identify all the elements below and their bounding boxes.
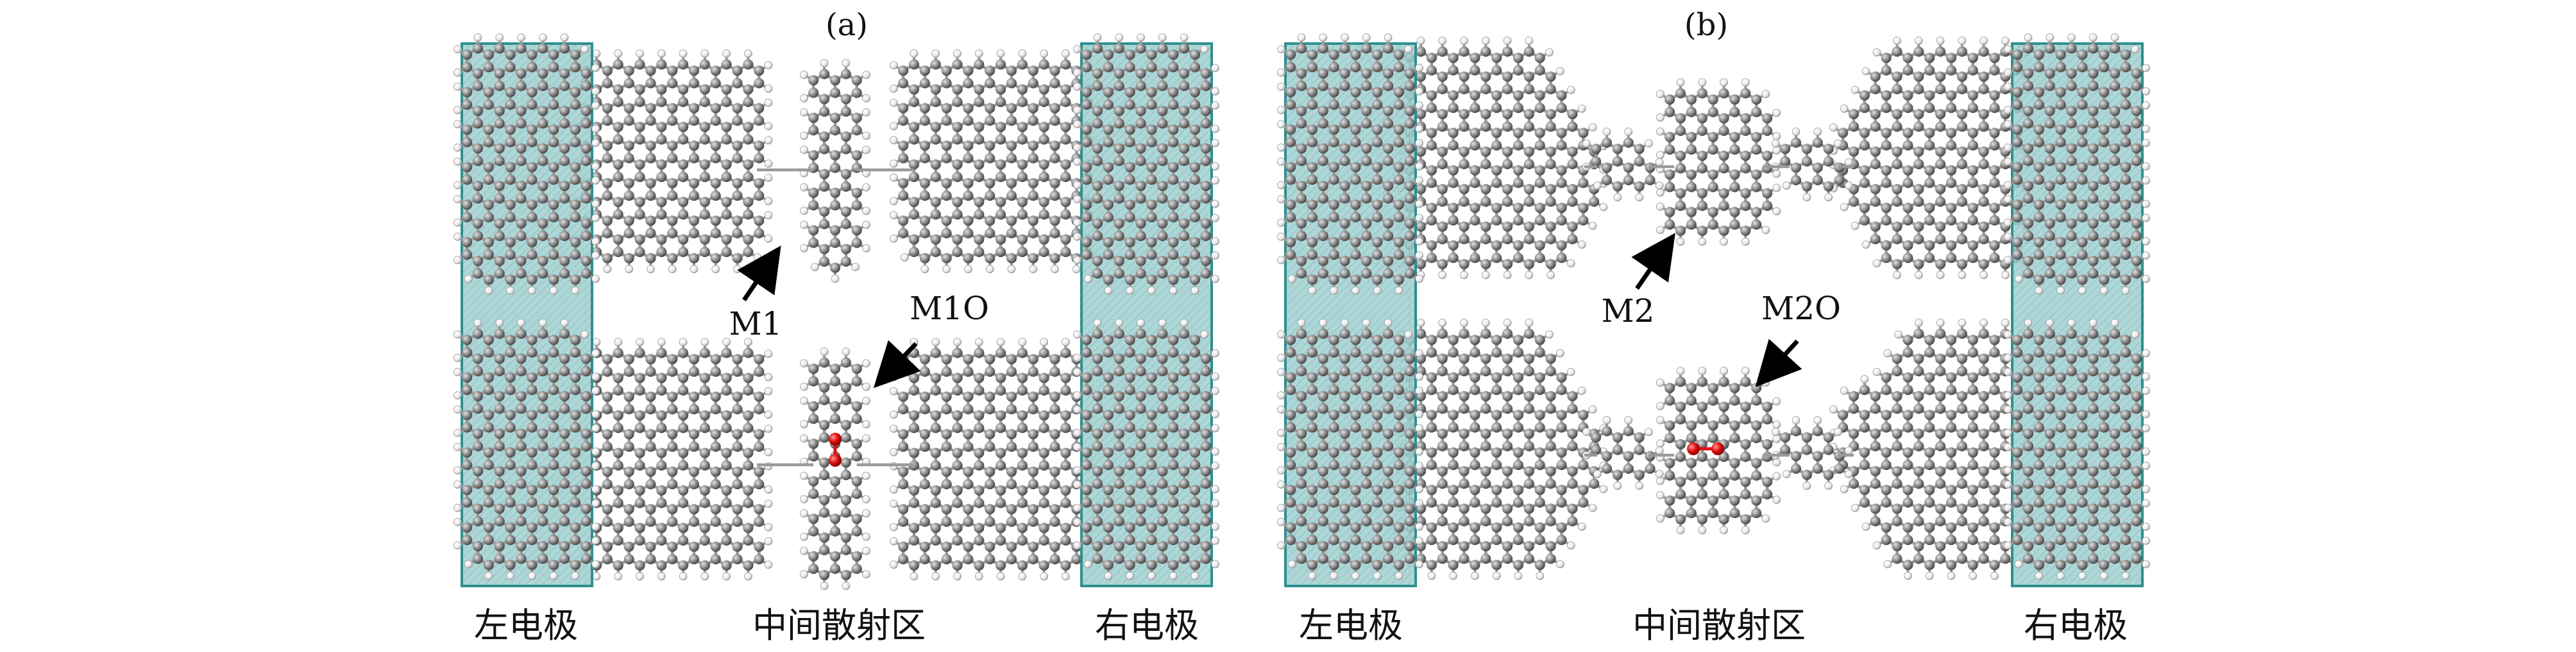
m2-right-block <box>1829 37 2029 280</box>
panel-a-scattering-region-label: 中间散射区 <box>752 605 926 646</box>
m2o-left-block <box>1396 319 1607 580</box>
panel-b-label: (b) <box>1684 7 1728 43</box>
panel-b-scattering-region-label: 中间散射区 <box>1632 605 1806 646</box>
m2-left-block <box>1396 37 1607 280</box>
m1-right-block <box>890 50 1101 273</box>
m1o-center-chain <box>801 348 870 590</box>
m2-right-linker <box>1772 128 1852 201</box>
m2-center-molecule <box>1656 79 1780 246</box>
m1o-right-block <box>890 339 1101 581</box>
arrow-m2 <box>1637 251 1663 288</box>
label-m1o: M1O <box>910 290 989 327</box>
m1o-oxygen-pair <box>829 433 842 467</box>
panel-b-left-electrode-label: 左电极 <box>1299 605 1403 646</box>
label-m2: M2 <box>1601 292 1654 330</box>
label-m1: M1 <box>729 305 782 342</box>
m1o-left-block <box>572 339 772 581</box>
panel-b-right-electrode-label: 右电极 <box>2024 605 2128 646</box>
m2o-right-block <box>1829 319 2029 580</box>
arrow-m2o <box>1770 341 1797 371</box>
panel-a-right-electrode-label: 右电极 <box>1095 605 1199 646</box>
panel-a-label: (a) <box>826 7 868 43</box>
arrow-m1 <box>744 264 768 300</box>
panel-a-left-electrode-label: 左电极 <box>474 605 578 646</box>
label-m2o: M2O <box>1761 290 1841 327</box>
m1-left-block <box>572 50 772 273</box>
